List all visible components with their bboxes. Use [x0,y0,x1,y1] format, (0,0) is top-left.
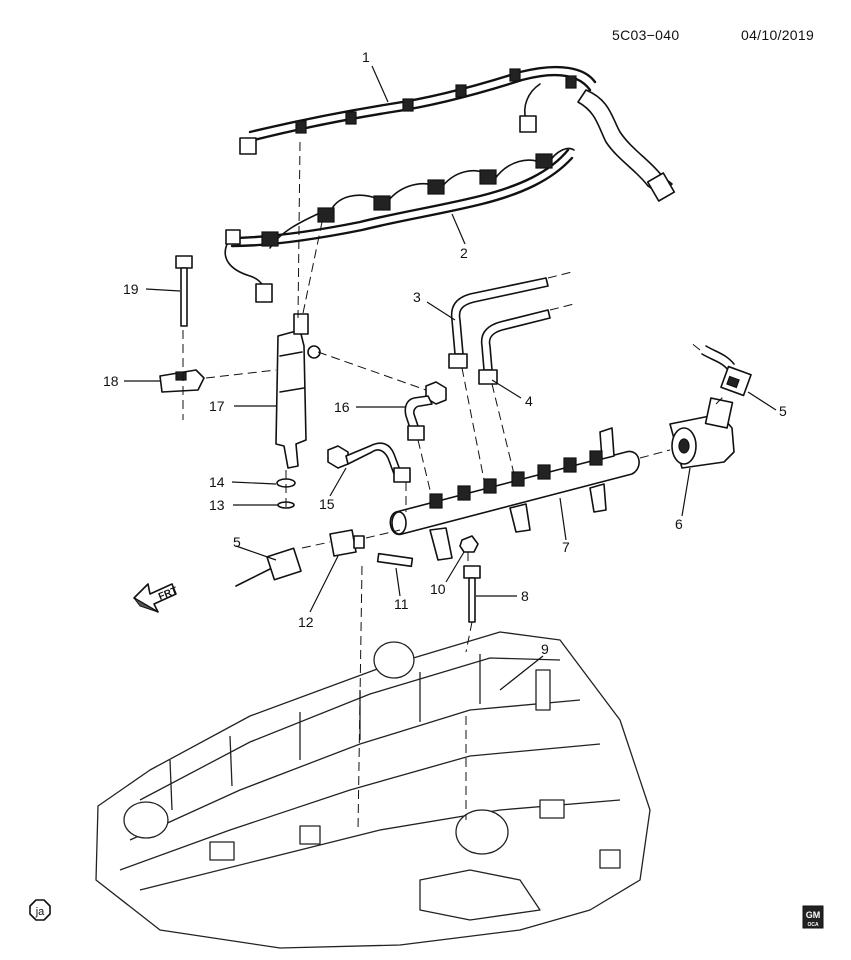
engine-cylinder-head [95,631,651,949]
injector-clamp-18[interactable] [159,369,205,393]
gm-logo-text: GM [806,910,821,920]
fuel-rail[interactable] [389,427,640,561]
callout-13: 13 [209,497,225,513]
language-badge: ja [29,899,51,921]
assembly-guide-lines [182,141,725,831]
bolt-8[interactable] [463,565,481,623]
callout-2: 2 [460,245,468,261]
fuel-feed-pipe-4[interactable] [478,309,551,385]
callout-labels: 1 2 3 4 5 5 6 7 8 9 10 11 12 13 14 15 16… [103,49,787,657]
callout-17: 17 [209,398,225,414]
diagram-date: 04/10/2019 [741,27,814,43]
pressure-regulator-valve[interactable] [669,397,735,469]
callout-10: 10 [430,581,446,597]
callout-19: 19 [123,281,139,297]
injector-pipe-15[interactable] [327,442,411,483]
front-direction-arrow: FRT [133,583,179,613]
callout-14: 14 [209,474,225,490]
language-badge-label: ja [35,906,45,918]
fuel-feed-pipe-3[interactable] [448,277,549,369]
sensor-connector-left[interactable] [235,547,302,587]
callout-16: 16 [334,399,350,415]
diagram-code: 5C03−040 [612,27,679,43]
front-direction-label: FRT [157,585,179,602]
wiring-harness-lower[interactable] [224,147,575,303]
leader-lines [124,65,777,691]
gm-logo: GM OCA [802,905,824,929]
callout-6: 6 [675,516,683,532]
callout-4: 4 [525,393,533,409]
callout-8: 8 [521,588,529,604]
gm-logo-subtext: OCA [807,922,819,928]
wiring-harness-upper[interactable] [239,65,676,202]
sensor-connector-right[interactable] [701,345,752,397]
clamp-bolt-19[interactable] [175,255,193,327]
callout-5-right: 5 [779,403,787,419]
callout-9: 9 [541,641,549,657]
nut-10[interactable] [459,535,479,553]
stud-11[interactable] [376,552,414,568]
callout-5-left: 5 [233,534,241,550]
callout-11: 11 [394,596,409,612]
pressure-sensor-12[interactable] [329,529,365,557]
injector-pipe-16[interactable] [404,381,447,441]
callout-18: 18 [103,373,119,389]
callout-3: 3 [413,289,421,305]
callout-1: 1 [362,49,370,65]
callout-15: 15 [319,496,335,512]
callout-7: 7 [562,539,570,555]
callout-12: 12 [298,614,314,630]
fuel-injector-17[interactable] [275,313,321,469]
